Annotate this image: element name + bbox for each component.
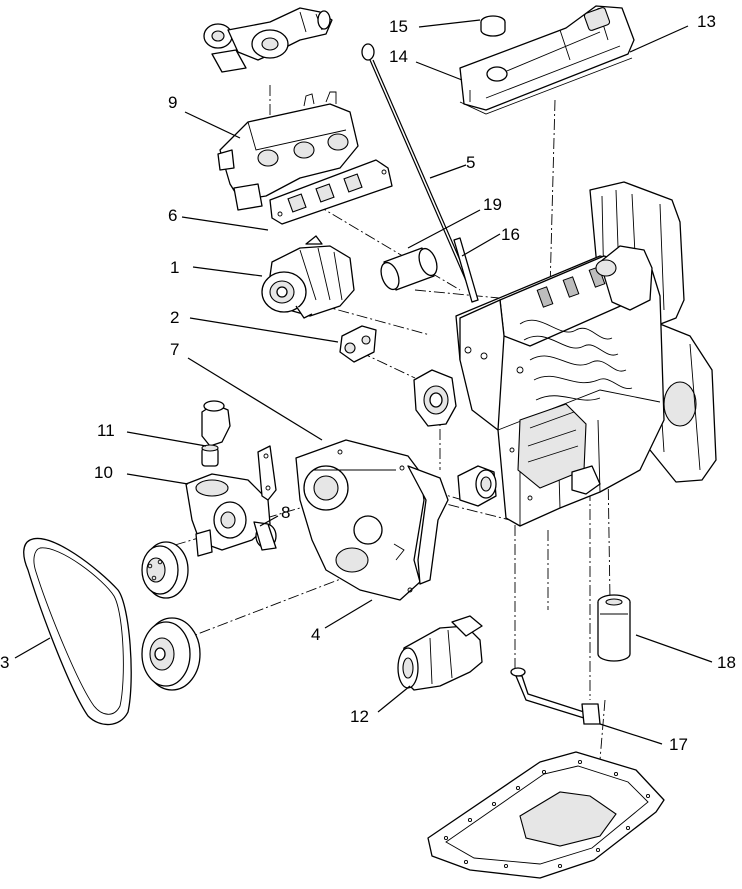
valve-cover xyxy=(459,5,635,115)
callout-1: 1 xyxy=(170,258,179,277)
callout-4: 4 xyxy=(311,625,320,644)
alternator-bracket xyxy=(339,325,377,363)
water-pump-gasket xyxy=(257,445,277,501)
callout-11: 11 xyxy=(97,421,115,440)
water-pump xyxy=(185,473,277,557)
drive-belt xyxy=(23,537,132,726)
callout-17: 17 xyxy=(669,735,688,754)
callout-5: 5 xyxy=(466,153,475,172)
oil-filter xyxy=(597,594,631,662)
callout-3: 3 xyxy=(0,653,9,672)
callout-18: 18 xyxy=(717,653,736,672)
oil-suction-tube xyxy=(510,667,601,725)
callout-7: 7 xyxy=(170,340,179,359)
engine-block xyxy=(455,181,717,527)
exhaust-manifold xyxy=(217,91,359,211)
manifold-gasket xyxy=(269,159,393,225)
callout-15: 15 xyxy=(389,17,408,36)
alternator xyxy=(261,235,355,319)
turbocharger xyxy=(203,7,333,73)
starter-motor xyxy=(397,615,483,691)
callout-8: 8 xyxy=(281,503,290,522)
callout-6: 6 xyxy=(168,206,177,225)
callout-14: 14 xyxy=(389,47,408,66)
leader-lines xyxy=(14,19,713,745)
callout-16: 16 xyxy=(501,225,520,244)
fan-pulley xyxy=(141,541,189,599)
callout-labels: 1 2 3 4 5 6 7 8 9 10 11 12 13 14 15 16 1… xyxy=(0,12,736,754)
oil-seal-housing xyxy=(413,369,457,427)
crankshaft-pulley xyxy=(141,617,201,691)
callout-9: 9 xyxy=(168,93,177,112)
dipstick xyxy=(361,43,474,291)
cylinder-sleeve xyxy=(380,247,438,291)
callout-12: 12 xyxy=(350,707,369,726)
dipstick-tube xyxy=(453,237,479,303)
oil-filler-cap xyxy=(480,15,506,37)
callout-13: 13 xyxy=(697,12,716,31)
crankshaft-seal xyxy=(457,465,497,507)
callout-10: 10 xyxy=(94,463,113,482)
thermostat-housing xyxy=(201,400,231,467)
callout-2: 2 xyxy=(170,308,179,327)
callout-19: 19 xyxy=(483,195,502,214)
timing-gear-cover xyxy=(295,439,449,601)
oil-pan xyxy=(427,751,665,879)
